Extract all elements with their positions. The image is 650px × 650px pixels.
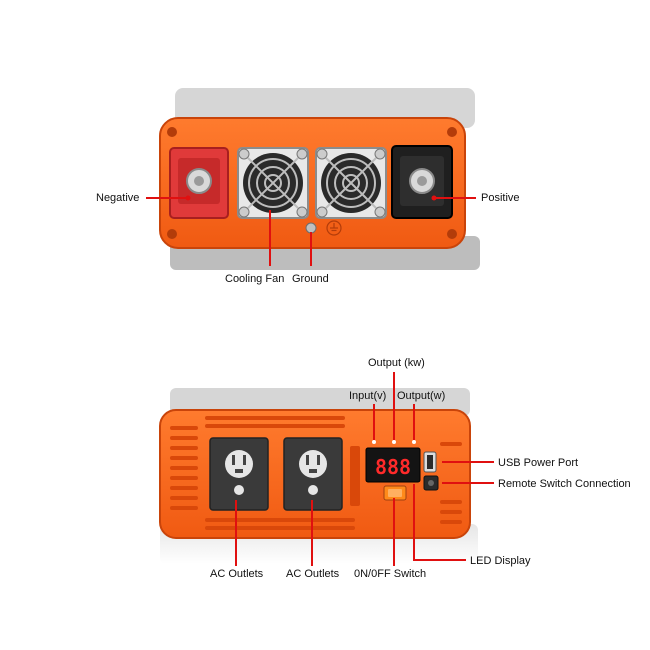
ground-icon xyxy=(326,220,342,236)
rear-faceplate xyxy=(159,117,466,249)
callout-dot xyxy=(431,195,437,201)
label-output-w: Output(w) xyxy=(397,390,445,402)
label-output-kw: Output (kw) xyxy=(368,357,425,369)
label-input-v: Input(v) xyxy=(349,390,386,402)
on-off-switch xyxy=(383,485,407,501)
positive-terminal xyxy=(391,145,453,219)
label-ac-outlets-left: AC Outlets xyxy=(210,568,264,580)
label-on-off-switch: 0N/0FF Switch xyxy=(354,568,426,580)
remote-switch-port xyxy=(423,475,439,491)
ac-outlet-right xyxy=(283,437,343,511)
callout-dot xyxy=(185,195,191,201)
callout-led-display xyxy=(413,484,466,561)
ac-outlet-left xyxy=(209,437,269,511)
cooling-fan-left xyxy=(237,147,309,219)
front-panel-view: 888 Output (kw) Input(v) xyxy=(159,357,631,580)
led-display: 888 xyxy=(365,447,421,483)
ground-screw xyxy=(305,222,317,234)
label-remote-switch: Remote Switch Connection xyxy=(498,478,631,490)
label-ac-outlets-right: AC Outlets xyxy=(286,568,340,580)
indicator-input xyxy=(372,440,376,444)
label-negative: Negative xyxy=(96,192,139,204)
cooling-fan-right xyxy=(315,147,387,219)
label-cooling-fan: Cooling Fan xyxy=(225,273,284,285)
label-usb-power-port: USB Power Port xyxy=(498,457,578,469)
usb-port xyxy=(423,451,437,473)
vent-slots xyxy=(170,416,462,530)
label-ground: Ground xyxy=(292,273,329,285)
negative-terminal xyxy=(169,147,229,219)
label-positive: Positive xyxy=(481,192,520,204)
indicator-output-kw xyxy=(392,440,396,444)
rear-panel-view: Negative Positive Cooling Fan Ground xyxy=(96,88,520,285)
screw xyxy=(447,229,457,239)
led-readout: 888 xyxy=(375,455,411,479)
screw xyxy=(167,229,177,239)
indicator-output-w xyxy=(412,440,416,444)
screw xyxy=(167,127,177,137)
label-led-display: LED Display xyxy=(470,555,531,567)
screw xyxy=(447,127,457,137)
